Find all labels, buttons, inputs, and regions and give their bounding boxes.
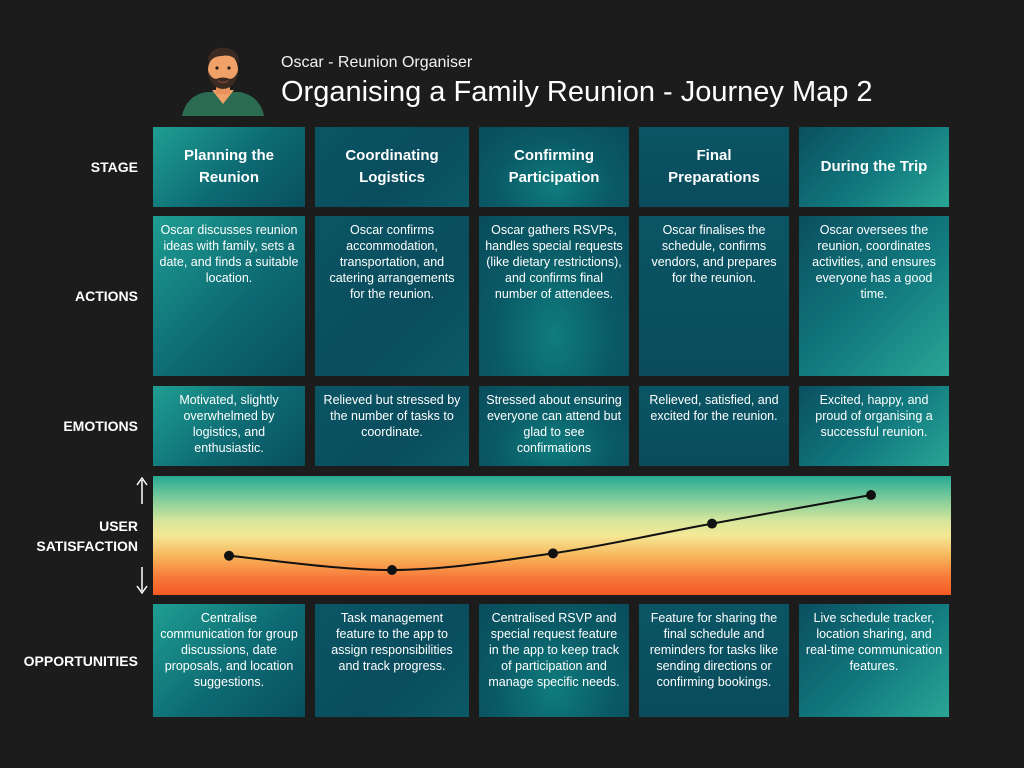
page-title: Organising a Family Reunion - Journey Ma… — [281, 76, 873, 108]
row-label-actions: ACTIONS — [75, 288, 138, 304]
header: Oscar - Reunion Organiser Organising a F… — [182, 42, 942, 116]
row-label-stage: STAGE — [90, 159, 138, 175]
action-cell: Oscar oversees the reunion, coordinates … — [799, 216, 949, 376]
row-label-satisfaction: USER SATISFACTION — [36, 517, 138, 554]
satisfaction-curve-chart — [224, 490, 876, 576]
opportunity-cell: Centralised RSVP and special request fea… — [479, 604, 629, 717]
arrow-down-icon — [136, 567, 148, 595]
satisfaction-curve — [228, 494, 872, 572]
stage-cell: Final Preparations — [639, 127, 789, 207]
action-cell: Oscar confirms accommodation, transporta… — [315, 216, 469, 376]
opportunity-cell: Centralise communication for group discu… — [153, 604, 305, 717]
stage-cell: Confirming Participation — [479, 127, 629, 207]
opportunity-cell: Feature for sharing the final schedule a… — [639, 604, 789, 717]
arrow-up-icon — [136, 476, 148, 504]
satisfaction-point-5 — [866, 490, 876, 501]
stage-cell: During the Trip — [799, 127, 949, 207]
row-label-opportunities: OPPORTUNITIES — [23, 652, 138, 669]
stage-cell: Planning the Reunion — [153, 127, 305, 207]
satisfaction-point-4 — [707, 518, 717, 529]
action-cell: Oscar finalises the schedule, confirms v… — [639, 216, 789, 376]
satisfaction-point-2 — [387, 565, 397, 576]
man-with-beard-avatar-icon — [182, 47, 264, 116]
emotion-cell: Relieved, satisfied, and excited for the… — [639, 386, 789, 466]
emotion-cell: Relieved but stressed by the number of t… — [315, 386, 469, 466]
emotion-cell: Stressed about ensuring everyone can att… — [479, 386, 629, 466]
emotion-cell: Motivated, slightly overwhelmed by logis… — [153, 386, 305, 466]
persona-subtitle: Oscar - Reunion Organiser — [281, 54, 473, 71]
row-label-emotions: EMOTIONS — [63, 418, 138, 434]
opportunity-cell: Live schedule tracker, location sharing,… — [799, 604, 949, 717]
action-cell: Oscar gathers RSVPs, handles special req… — [479, 216, 629, 376]
satisfaction-point-3 — [548, 548, 558, 559]
opportunity-cell: Task management feature to the app to as… — [315, 604, 469, 717]
satisfaction-band — [153, 476, 951, 595]
stage-cell: Coordinating Logistics — [315, 127, 469, 207]
action-cell: Oscar discusses reunion ideas with famil… — [153, 216, 305, 376]
emotion-cell: Excited, happy, and proud of organising … — [799, 386, 949, 466]
satisfaction-point-1 — [224, 550, 234, 561]
